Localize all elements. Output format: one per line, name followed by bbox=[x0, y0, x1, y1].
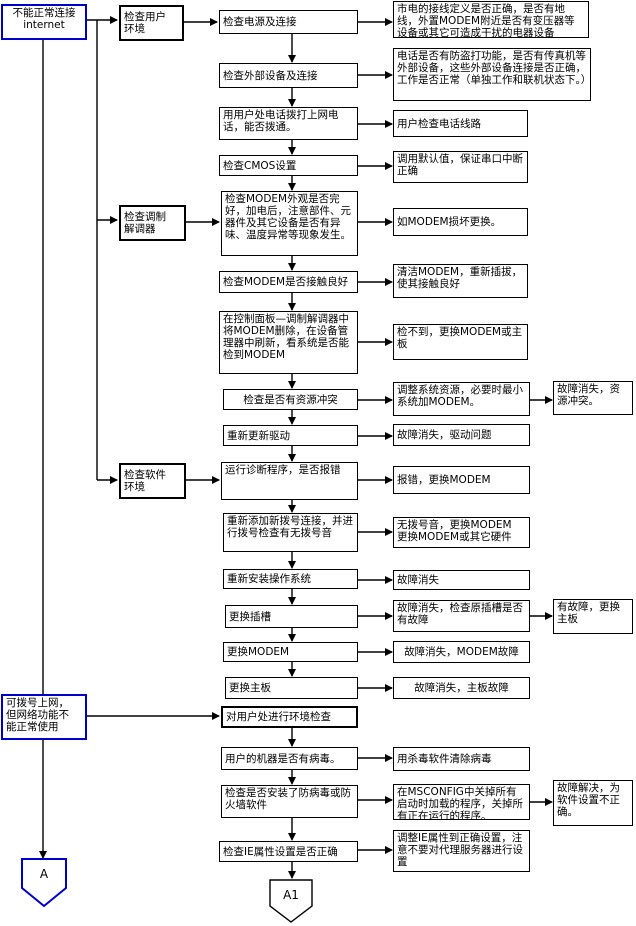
step-reinstall-driver: 重新更新驱动 bbox=[223, 425, 358, 446]
step-firewall-check: 检查是否安装了防病毒或防火墙软件 bbox=[221, 785, 358, 818]
step-check-external: 检查外部设备及连接 bbox=[219, 63, 358, 88]
note-replace-mainboard: 故障消失，主板故障 bbox=[393, 677, 530, 699]
category-modem: 检查调制 解调器 bbox=[119, 205, 186, 241]
note-replace-modem: 故障消失，MODEM故障 bbox=[393, 641, 530, 663]
note-virus: 用杀毒软件清除病毒 bbox=[393, 747, 530, 771]
note-conflict-result: 故障消失，资源冲突。 bbox=[553, 381, 633, 415]
note-driver: 故障消失，驱动问题 bbox=[393, 424, 530, 446]
step-replace-slot: 更换插槽 bbox=[225, 605, 358, 628]
step-replace-modem: 更换MODEM bbox=[223, 642, 358, 662]
connector-a1: A1 bbox=[283, 888, 299, 902]
note-control-panel: 检不到，更换MODEM或主板 bbox=[393, 324, 528, 360]
note-dial: 用户检查电话线路 bbox=[393, 110, 528, 137]
step-reinstall-os: 重新安装操作系统 bbox=[223, 569, 358, 589]
step-replace-mainboard: 更换主板 bbox=[225, 677, 358, 699]
step-run-diagnostics: 运行诊断程序，是否报错 bbox=[221, 462, 358, 500]
step-check-modem-appearance: 检查MODEM外观是否完好，加电后，注意部件、元器件及其它设备是否有异味、温度异… bbox=[221, 191, 358, 256]
note-redial: 无拨号音，更换MODEM 更换MODEM或其它硬件 bbox=[393, 517, 530, 548]
step-virus-check: 用户的机器是否有病毒。 bbox=[221, 747, 358, 770]
note-diagnostics: 报错，更换MODEM bbox=[393, 466, 530, 494]
connector-a1-shape bbox=[269, 879, 313, 923]
category-software-env: 检查软件 环境 bbox=[119, 463, 186, 499]
step-check-power: 检查电源及连接 bbox=[219, 10, 358, 34]
start-node-cannot-connect: 不能正常连接 internet bbox=[1, 4, 87, 40]
step-redial: 重新添加新拨号连接，并进行拨号检查有无拨号音 bbox=[223, 513, 358, 552]
category-user-env: 检查用户 环境 bbox=[119, 5, 184, 41]
step-check-modem-contact: 检查MODEM是否接触良好 bbox=[219, 271, 358, 293]
start-node-dial-ok-network-fail: 可拨号上网， 但网络功能不 能正常使用 bbox=[1, 694, 87, 740]
step-dial-test: 用用户处电话拨打上网电话，能否拨通。 bbox=[219, 107, 358, 140]
note-modem-appearance: 如MODEM损坏更换。 bbox=[393, 208, 528, 236]
note-replace-slot: 故障消失，检查原插槽是否有故障 bbox=[393, 600, 530, 632]
step-check-resource-conflict: 检查是否有资源冲突 bbox=[223, 389, 358, 410]
step-env-check: 对用户处进行环境检查 bbox=[221, 706, 358, 728]
step-check-cmos: 检查CMOS设置 bbox=[219, 155, 358, 176]
note-ie: 调整IE属性到正确设置，注意不要对代理服务器进行设置 bbox=[393, 830, 530, 872]
note-resource-conflict: 调整系统资源，必要时最小系统加MODEM。 bbox=[393, 382, 530, 416]
note-firewall-result: 故障解决，为软件设置不正确。 bbox=[553, 780, 633, 826]
note-reinstall-os: 故障消失 bbox=[393, 570, 530, 590]
connector-a-shape bbox=[21, 858, 67, 908]
note-modem-contact: 清洁MODEM，重新插拔，使其接触良好 bbox=[393, 264, 528, 298]
note-cmos: 调用默认值，保证串口中断正确 bbox=[393, 151, 528, 183]
step-control-panel: 在控制面板—调制解调器中将MODEM删除，在设备管理器中刷新，看系统是否能检到M… bbox=[219, 311, 358, 374]
note-external: 电话是否有防盗打功能，是否有传真机等外部设备，这些外部设备连接是否正确，工作是否… bbox=[393, 48, 591, 101]
note-firewall: 在MSCONFIG中关掉所有启动时加载的程序，关掉所有正在运行的程序。 bbox=[393, 784, 530, 820]
step-ie-check: 检查IE属性设置是否正确 bbox=[219, 841, 358, 862]
connector-a: A bbox=[39, 867, 49, 881]
note-slot-result: 有故障，更换主板 bbox=[553, 599, 633, 634]
note-power: 市电的接线定义是否正确，是否有地线，外置MODEM附近是否有变压器等设备或其它可… bbox=[393, 1, 589, 38]
